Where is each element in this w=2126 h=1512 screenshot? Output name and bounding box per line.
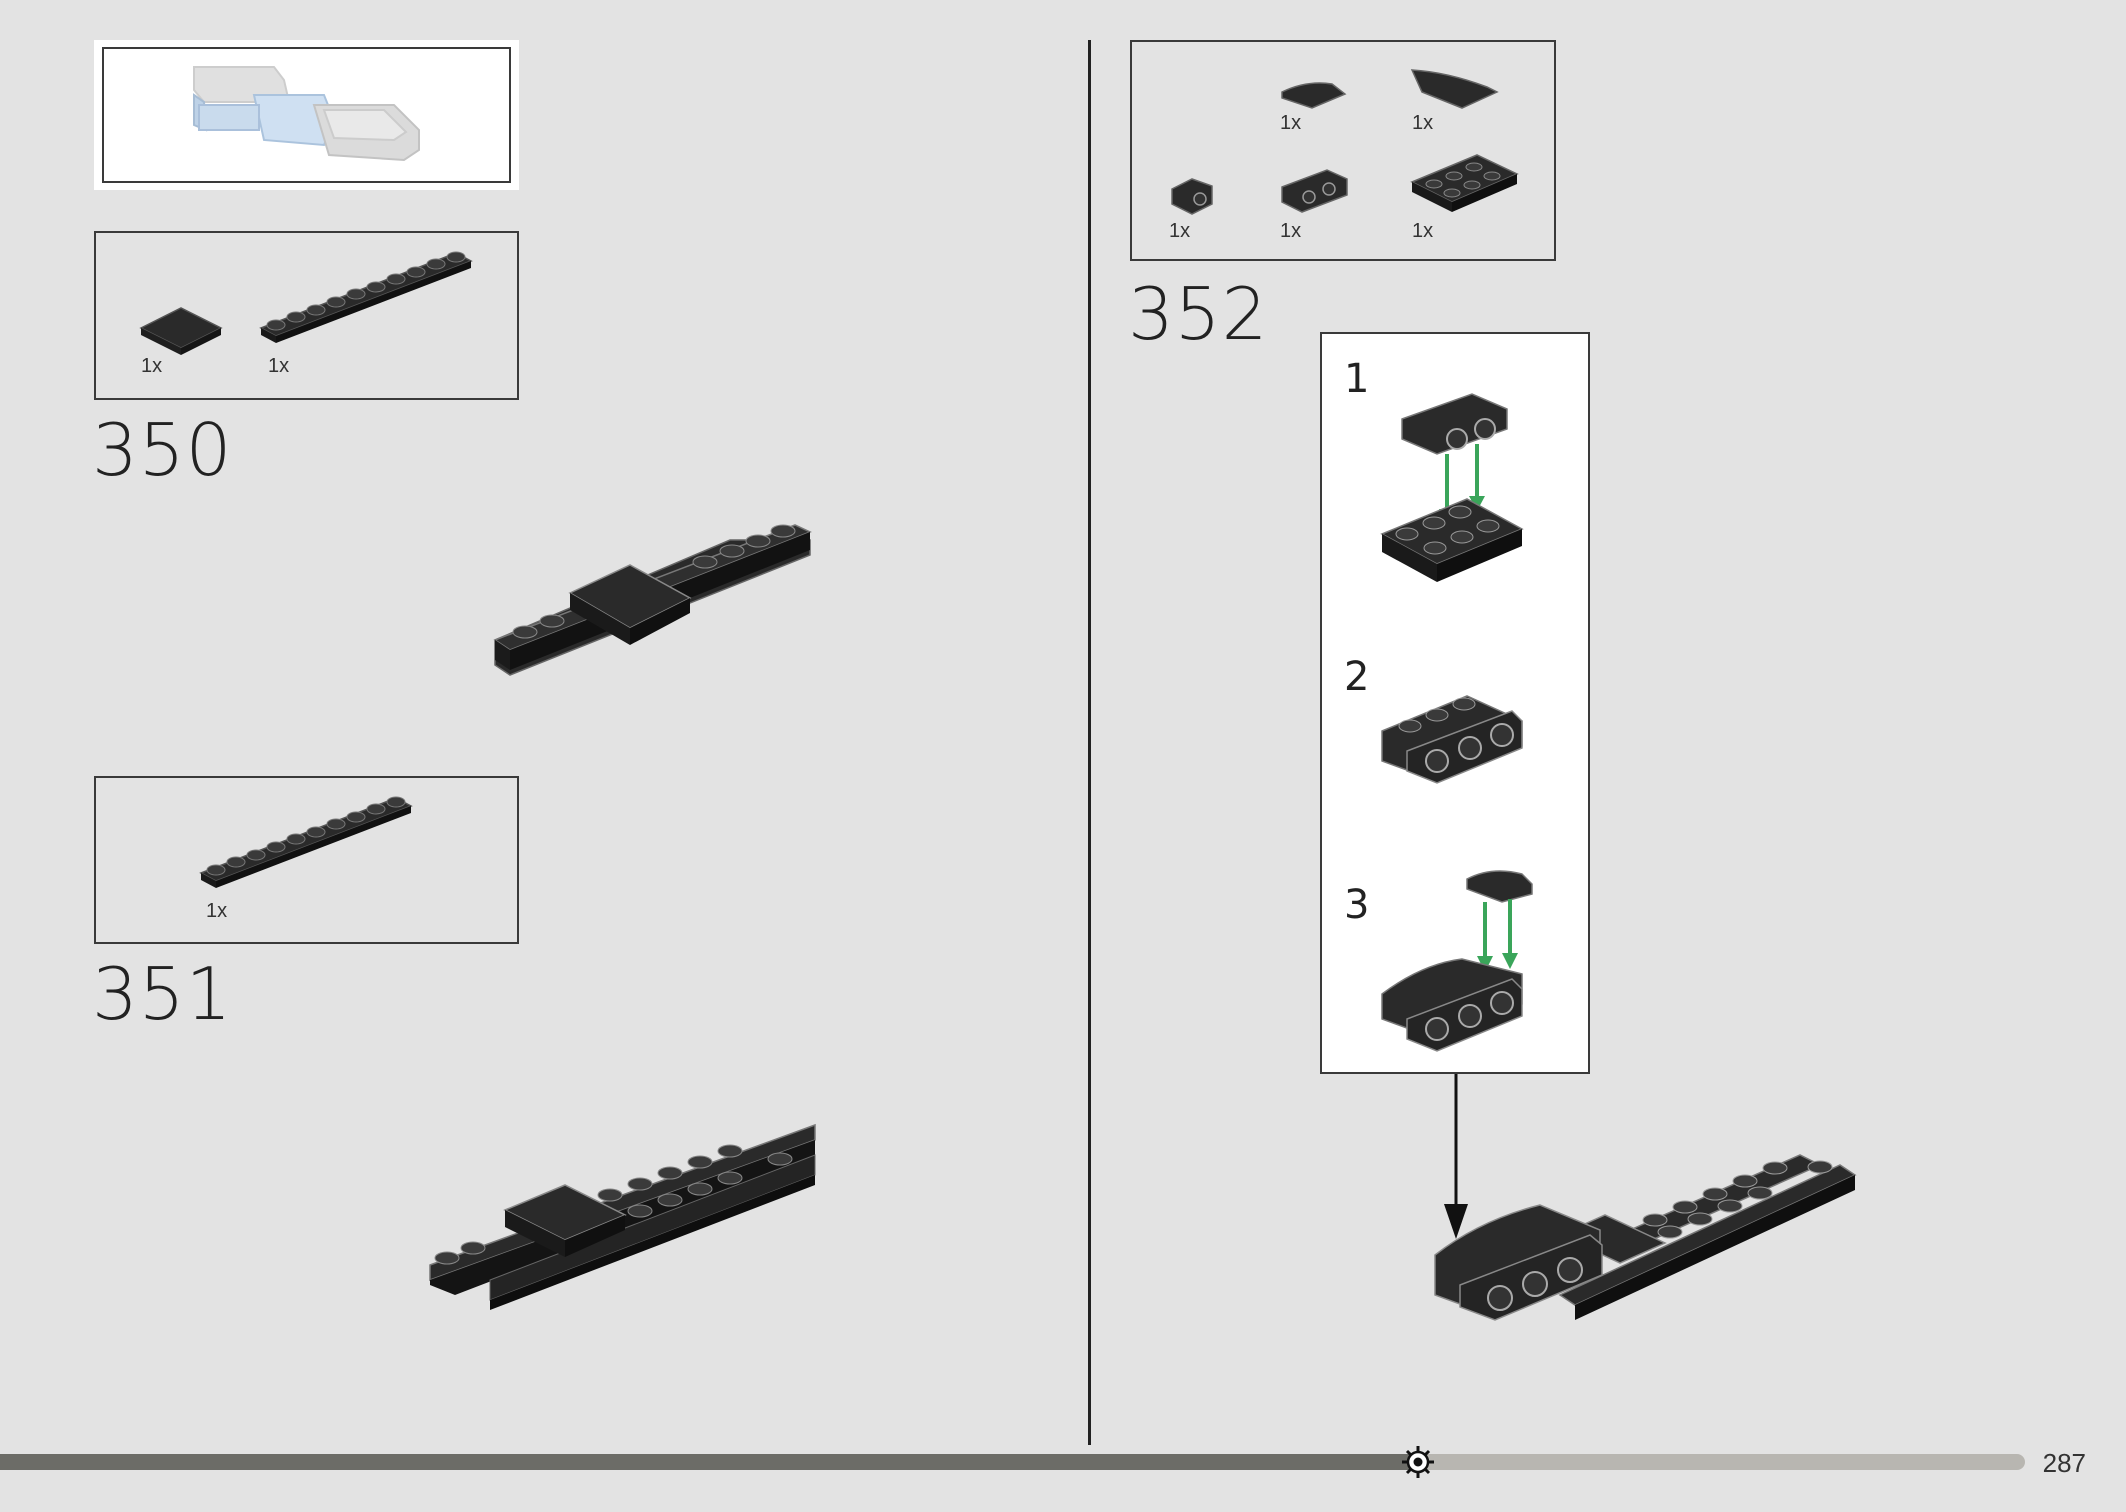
part-qty: 1x — [1280, 112, 1302, 134]
bracket-1x1-image — [1171, 178, 1213, 215]
callout-arrow — [1444, 1074, 1468, 1239]
parts-list-350: 1x 1x — [94, 231, 519, 400]
page-divider — [1088, 40, 1091, 1445]
plate-1x10-image — [199, 796, 413, 888]
substep-1-image — [1380, 393, 1524, 582]
part-qty: 1x — [1280, 220, 1302, 242]
substep-number: 2 — [1344, 654, 1370, 700]
substep-number: 3 — [1344, 882, 1370, 928]
bracket-1x2-image — [1281, 169, 1348, 213]
substep-number: 1 — [1344, 356, 1370, 402]
part-qty: 1x — [1169, 220, 1191, 242]
plate-2x3-image — [1410, 154, 1519, 212]
curved-slope-small-image — [1281, 82, 1347, 109]
step-350-build-image — [493, 524, 812, 676]
step-number: 350 — [92, 408, 233, 492]
step-number: 352 — [1128, 272, 1269, 356]
part-qty: 1x — [1412, 112, 1434, 134]
model-preview-image — [193, 66, 420, 162]
part-qty: 1x — [141, 355, 163, 377]
step-number: 351 — [92, 952, 233, 1036]
tile-2x2-image — [139, 307, 223, 355]
substep-3-image — [1381, 870, 1533, 1052]
progress-fill — [0, 1454, 1418, 1470]
curved-slope-large-image — [1410, 69, 1499, 109]
part-qty: 1x — [268, 355, 290, 377]
part-qty: 1x — [206, 900, 228, 922]
page-number: 287 — [2042, 1448, 2086, 1478]
plate-1x10-image — [259, 251, 473, 343]
subassembly-callout: 1 2 3 — [1320, 332, 1590, 1074]
gear-icon — [1402, 1446, 1434, 1478]
part-qty: 1x — [1412, 220, 1434, 242]
parts-list-352: 1x 1x 1x 1x 1x — [1130, 40, 1556, 261]
substep-2-image — [1381, 695, 1523, 784]
overview-thumbnail — [94, 40, 519, 190]
step-352-build-image — [1434, 1154, 1857, 1321]
parts-list-351: 1x — [94, 776, 519, 944]
progress-bar — [0, 1454, 2025, 1470]
step-351-build-image — [429, 1123, 816, 1310]
